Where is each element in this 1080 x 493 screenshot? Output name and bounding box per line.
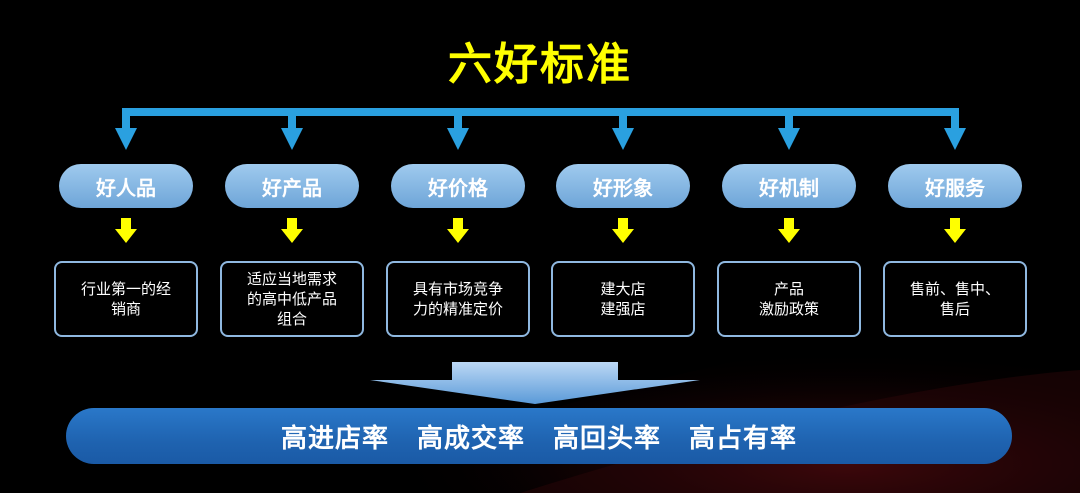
drop-arrow-icon	[778, 108, 800, 150]
drop-arrow-icon	[281, 108, 303, 150]
description-line: 力的精准定价	[412, 300, 503, 318]
standard-pill: 好产品	[225, 164, 359, 208]
standard-description: 产品激励政策	[717, 261, 861, 337]
description-line: 具有市场竞争	[412, 280, 503, 298]
page-title: 六好标准	[448, 39, 632, 90]
small-down-arrow-icon	[778, 218, 800, 243]
drop-arrows	[115, 108, 966, 150]
description-line: 组合	[276, 310, 307, 328]
outcome-item: 高回头率	[553, 423, 662, 454]
connector-lines	[122, 108, 958, 116]
description-line: 售前、售中、	[909, 280, 1000, 298]
standard-pill: 好服务	[888, 164, 1022, 208]
drop-arrow-icon	[612, 108, 634, 150]
small-down-arrow-icon	[612, 218, 634, 243]
small-down-arrow-icon	[447, 218, 469, 243]
standard-description: 售前、售中、售后	[883, 261, 1027, 337]
down-arrow-icon	[370, 362, 700, 404]
description-line: 售后	[939, 300, 970, 318]
outcome-item: 高成交率	[416, 423, 525, 454]
standard-pill: 好机制	[722, 164, 856, 208]
drop-arrow-icon	[447, 108, 469, 150]
description-line: 行业第一的经	[80, 280, 171, 298]
standard-description: 具有市场竞争力的精准定价	[386, 261, 530, 337]
small-down-arrow-icon	[944, 218, 966, 243]
small-down-arrow-icon	[281, 218, 303, 243]
small-down-arrow-icon	[115, 218, 137, 243]
standard-description: 行业第一的经销商	[54, 261, 198, 337]
description-line: 激励政策	[758, 300, 819, 318]
standard-pill: 好人品	[59, 164, 193, 208]
description-line: 销商	[110, 300, 141, 318]
description-line: 的高中低产品	[246, 290, 337, 308]
small-arrows	[115, 218, 966, 243]
outcome-item: 高进店率	[280, 423, 389, 454]
outcome-item: 高占有率	[689, 423, 798, 454]
description-line: 适应当地需求	[246, 270, 337, 288]
description-line: 建大店	[600, 280, 646, 298]
drop-arrow-icon	[944, 108, 966, 150]
standard-description: 建大店建强店	[551, 261, 695, 337]
drop-arrow-icon	[115, 108, 137, 150]
standard-pill: 好形象	[556, 164, 690, 208]
outcome-bar: 高进店率高成交率高回头率高占有率	[66, 408, 1012, 464]
standard-pill: 好价格	[391, 164, 525, 208]
standard-description: 适应当地需求的高中低产品组合	[220, 261, 364, 337]
description-line: 产品	[773, 280, 804, 298]
description-line: 建强店	[600, 300, 646, 318]
